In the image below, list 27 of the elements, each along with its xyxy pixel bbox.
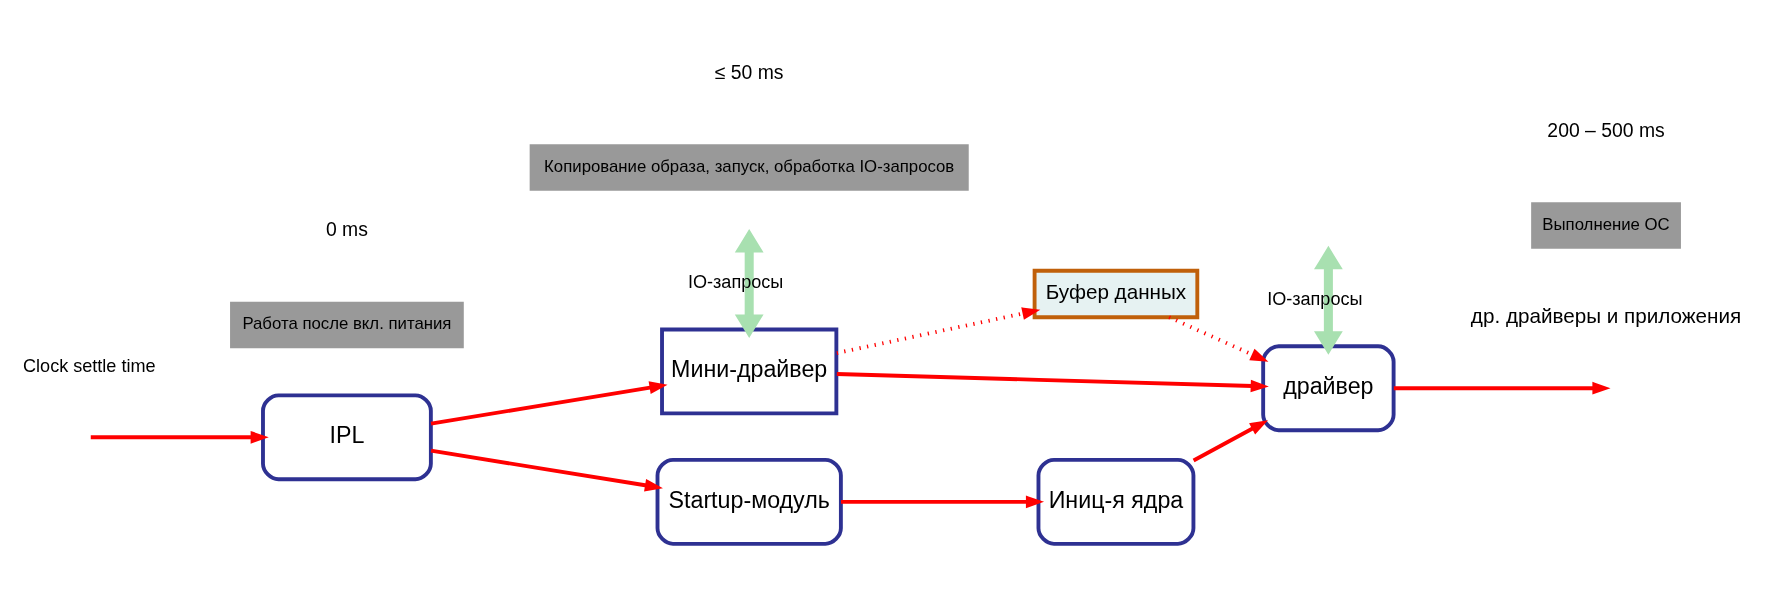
label: Clock settle time (23, 355, 156, 376)
arrow (1168, 315, 1269, 362)
node-box: Иниц-я ядра (1036, 457, 1196, 546)
arrow (836, 306, 1041, 355)
arrow (840, 495, 1045, 508)
label: 200 – 500 ms (1547, 118, 1665, 141)
node-box: IPL (261, 392, 433, 481)
arrow (430, 380, 668, 426)
arrow (90, 430, 269, 444)
edge-label: IO-запросы (687, 271, 784, 292)
arrow (1393, 381, 1611, 395)
arrow (836, 371, 1269, 392)
label: 0 ms (325, 217, 368, 240)
node-box: Мини-драйвер (660, 327, 839, 415)
arrow (1192, 419, 1269, 462)
label: Работа после вкл. питания (242, 313, 452, 333)
label: ≤ 50 ms (714, 60, 784, 83)
arrow (430, 448, 663, 491)
arrow (734, 228, 764, 338)
edge-label: IO-запросы (1267, 288, 1363, 309)
label: Копирование образа, запуск, обработка IO-запросов (544, 156, 955, 176)
label: др. драйверы и приложения (1470, 303, 1742, 327)
node-box: драйвер (1261, 343, 1396, 432)
arrow (1314, 245, 1343, 355)
label: Выполнение ОС (1542, 214, 1670, 234)
node-box: Startup-модуль (655, 457, 843, 546)
node-box: Буфер данных (1032, 268, 1200, 319)
